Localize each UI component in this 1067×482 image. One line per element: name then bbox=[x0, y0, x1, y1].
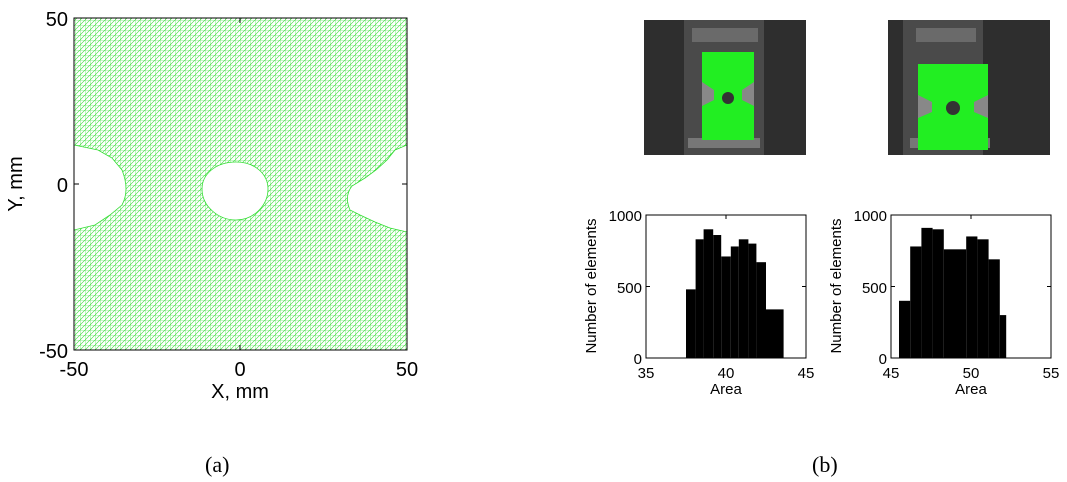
y-axis-label: Number of elements bbox=[583, 218, 600, 353]
histogram-bar bbox=[943, 249, 955, 358]
histogram-right-ticks bbox=[890, 214, 1052, 359]
x-tick-label: 0 bbox=[234, 359, 245, 381]
x-tick-label: 50 bbox=[396, 359, 418, 381]
histogram-right-bars bbox=[899, 227, 1007, 358]
x-tick-label: 40 bbox=[718, 365, 735, 382]
histogram-left: 35 40 45 1000 500 0 Area Number of eleme… bbox=[583, 208, 815, 398]
histogram-bar bbox=[899, 300, 911, 358]
histogram-bar bbox=[721, 256, 731, 358]
histogram-bar bbox=[756, 262, 766, 358]
y-tick-marks bbox=[74, 17, 407, 351]
y-tick-label: 1000 bbox=[609, 208, 642, 225]
histogram-right: 45 50 55 1000 500 0 Area Number of eleme… bbox=[828, 208, 1060, 398]
x-tick-label: 55 bbox=[1043, 365, 1060, 382]
histogram-bar bbox=[730, 246, 739, 358]
histogram-bar bbox=[703, 229, 714, 358]
histogram-bar bbox=[738, 239, 749, 358]
x-tick-label: -50 bbox=[60, 359, 89, 381]
histogram-left-ticks bbox=[645, 214, 807, 359]
histogram-bar bbox=[932, 229, 944, 358]
x-tick-marks bbox=[73, 18, 408, 350]
y-tick-label: 0 bbox=[57, 175, 68, 197]
histogram-bar bbox=[921, 227, 933, 358]
y-tick-label: 0 bbox=[879, 351, 887, 368]
y-axis-label: Y, mm bbox=[5, 156, 27, 211]
histogram-bar bbox=[999, 315, 1007, 358]
histogram-bar bbox=[713, 235, 722, 358]
y-tick-label: 0 bbox=[634, 351, 642, 368]
y-axis-label: Number of elements bbox=[828, 218, 845, 353]
x-axis-label: X, mm bbox=[211, 381, 269, 403]
x-tick-label: 35 bbox=[638, 365, 655, 382]
x-axis-label: Area bbox=[955, 381, 987, 398]
x-tick-label: 50 bbox=[963, 365, 980, 382]
histogram-bar bbox=[955, 249, 967, 358]
caption-a: (a) bbox=[205, 452, 230, 477]
x-tick-label: 45 bbox=[883, 365, 900, 382]
mesh-region bbox=[74, 18, 407, 350]
y-tick-label: -50 bbox=[39, 341, 68, 363]
y-tick-label: 1000 bbox=[854, 208, 887, 225]
caption-b: (b) bbox=[812, 452, 838, 477]
y-tick-label: 50 bbox=[46, 9, 68, 31]
x-axis-label: Area bbox=[710, 381, 742, 398]
specimen-photo-left bbox=[644, 20, 806, 155]
histogram-bar bbox=[748, 243, 757, 358]
mesh-plot: -50 0 50 50 0 -50 X, mm Y, mm bbox=[5, 9, 418, 403]
specimen-photo-left-drawing bbox=[644, 20, 806, 155]
y-tick-label: 500 bbox=[617, 280, 642, 297]
histogram-bar bbox=[910, 246, 922, 358]
histogram-bar bbox=[966, 236, 978, 358]
x-tick-label: 45 bbox=[798, 365, 815, 382]
histogram-bar bbox=[766, 309, 774, 358]
y-tick-label: 500 bbox=[862, 280, 887, 297]
histogram-bar bbox=[695, 239, 704, 358]
specimen-photo-right bbox=[888, 20, 1050, 155]
specimen-photo-right-drawing bbox=[888, 20, 1050, 155]
histogram-bar bbox=[774, 309, 784, 358]
histogram-bar bbox=[977, 239, 989, 358]
histogram-bar bbox=[988, 259, 1000, 358]
histogram-left-bars bbox=[686, 229, 784, 358]
histogram-bar bbox=[686, 289, 696, 358]
